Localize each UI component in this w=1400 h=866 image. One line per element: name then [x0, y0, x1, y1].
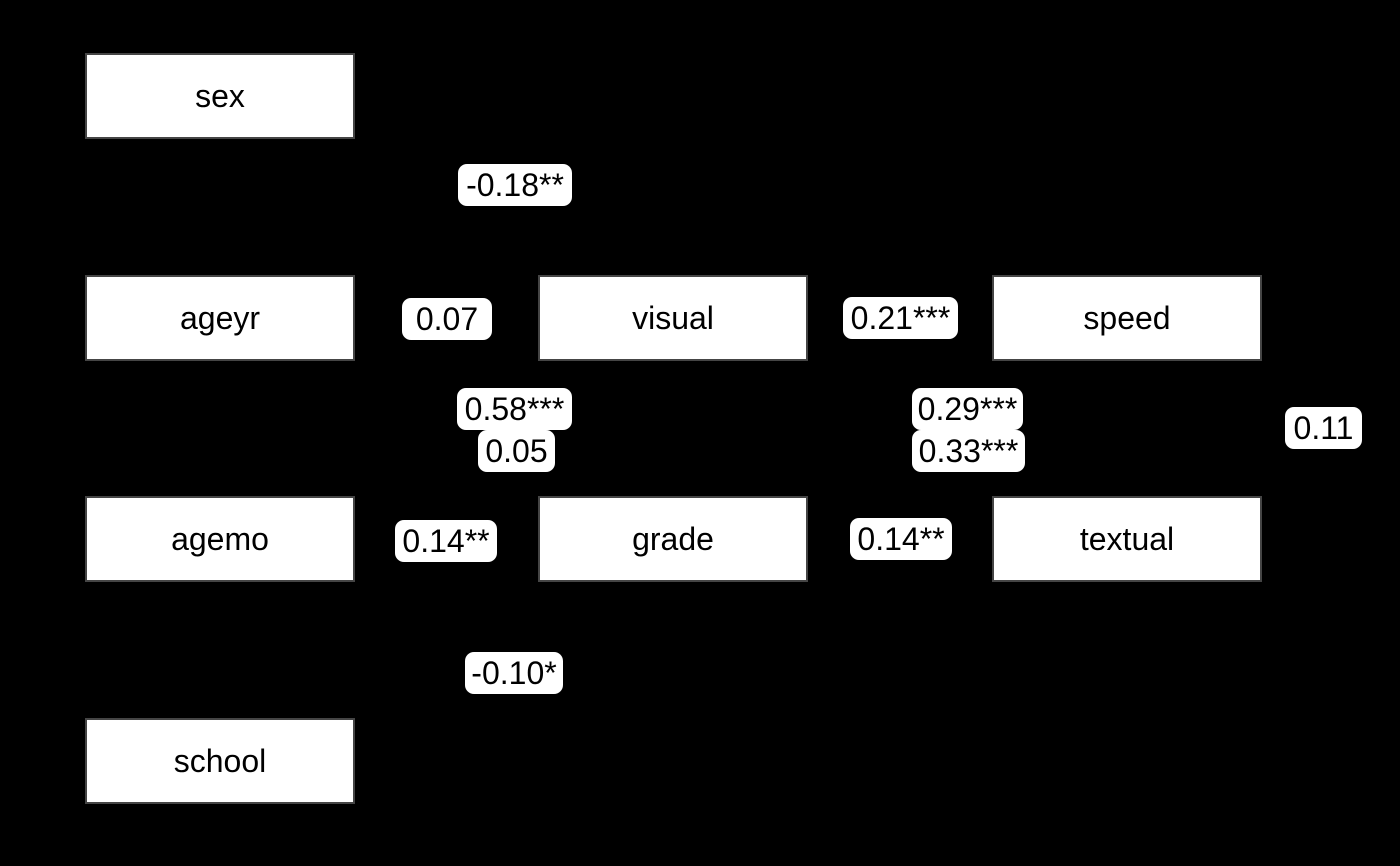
edge-coefficient-text: 0.07 [415, 301, 479, 337]
edge-coefficient-text: -0.18** [466, 167, 564, 203]
node-school: school [85, 718, 355, 804]
edge-coefficient-label-5: 0.05 [478, 430, 555, 472]
edge-coefficient-text: 0.11 [1293, 410, 1354, 446]
edge-coefficient-label-4: 0.58*** [457, 388, 572, 430]
edge-coefficient-text: 0.14** [857, 521, 945, 557]
edge-coefficient-label-3: 0.21*** [843, 297, 958, 339]
edge-coefficient-text: 0.14** [402, 523, 490, 559]
edge-coefficient-text: -0.10* [471, 655, 557, 691]
node-ageyr: ageyr [85, 275, 355, 361]
edge-coefficient-label-8: 0.14** [395, 520, 497, 562]
node-speed: speed [992, 275, 1262, 361]
node-agemo-label: agemo [171, 521, 269, 557]
node-agemo: agemo [85, 496, 355, 582]
edge-coefficient-label-7: 0.33*** [912, 430, 1025, 472]
edge-coefficient-text: 0.05 [485, 433, 548, 469]
edge-coefficient-text: 0.33*** [918, 433, 1019, 469]
edge-coefficient-text: 0.58*** [464, 391, 565, 427]
node-grade: grade [538, 496, 808, 582]
edge-coefficient-text: 0.29*** [917, 391, 1018, 427]
edge-coefficient-label-10: 0.11 [1285, 407, 1362, 449]
node-textual-label: textual [1079, 521, 1175, 557]
node-textual: textual [992, 496, 1262, 582]
node-visual-label: visual [632, 300, 714, 336]
node-sex: sex [85, 53, 355, 139]
node-speed-label: speed [1083, 300, 1171, 336]
edge-coefficient-label-2: 0.07 [402, 298, 492, 340]
node-school-label: school [173, 743, 267, 779]
node-ageyr-label: ageyr [179, 300, 261, 336]
edge-coefficient-text: 0.21*** [850, 300, 951, 336]
edge-coefficient-label-9: 0.14** [850, 518, 952, 560]
node-sex-label: sex [195, 78, 245, 114]
edge-coefficient-label-6: 0.29*** [912, 388, 1023, 430]
edge-coefficient-label-11: -0.10* [465, 652, 563, 694]
node-grade-label: grade [632, 521, 714, 557]
edge-coefficient-label-1: -0.18** [458, 164, 572, 206]
node-visual: visual [538, 275, 808, 361]
